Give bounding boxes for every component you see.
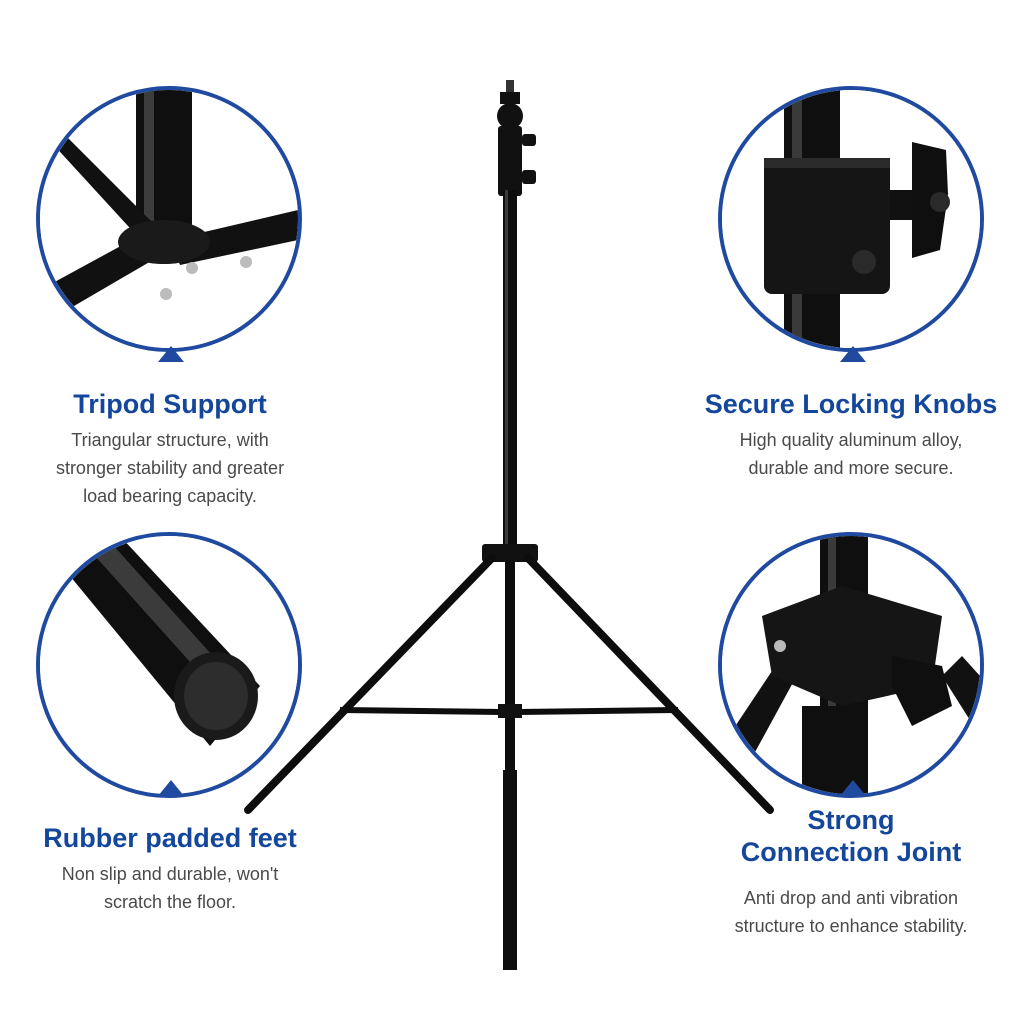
rubber-foot-closeup	[36, 532, 302, 798]
feature-tripod-support: Tripod Support Triangular structure, wit…	[20, 388, 320, 510]
callout-pointer	[158, 346, 184, 362]
feature-title: Tripod Support	[73, 389, 267, 419]
rubber-foot-illustration	[40, 536, 298, 794]
feature-description: High quality aluminum alloy, durable and…	[700, 426, 1002, 482]
title-line: Strong	[807, 805, 895, 835]
feature-description: Non slip and durable, won't scratch the …	[20, 860, 320, 916]
light-stand-image	[244, 80, 774, 970]
description-line: scratch the floor.	[103, 892, 237, 912]
description-line: High quality aluminum alloy,	[739, 430, 963, 450]
feature-description: Anti drop and anti vibration structure t…	[700, 884, 1002, 940]
description-line: load bearing capacity.	[83, 486, 257, 506]
description-line: stronger stability and greater	[55, 458, 285, 478]
description-line: durable and more secure.	[748, 458, 954, 478]
connection-joint-illustration	[722, 536, 980, 794]
connection-joint-closeup	[718, 532, 984, 798]
feature-title: Rubber padded feet	[43, 823, 297, 853]
locking-knob-illustration	[722, 90, 980, 348]
callout-pointer	[158, 780, 184, 796]
title-line: Connection Joint	[740, 837, 962, 867]
feature-title: Secure Locking Knobs	[704, 389, 998, 419]
description-line: structure to enhance stability.	[734, 916, 968, 936]
callout-pointer	[840, 346, 866, 362]
description-line: Anti drop and anti vibration	[743, 888, 959, 908]
feature-title: Strong Connection Joint	[700, 804, 1002, 868]
tripod-joint-illustration	[40, 90, 298, 348]
feature-rubber-padded-feet: Rubber padded feet Non slip and durable,…	[20, 822, 320, 916]
description-line: Non slip and durable, won't	[61, 864, 279, 884]
tripod-support-closeup	[36, 86, 302, 352]
locking-knob-closeup	[718, 86, 984, 352]
feature-strong-connection-joint: Strong Connection Joint Anti drop and an…	[700, 804, 1002, 940]
feature-secure-locking-knobs: Secure Locking Knobs High quality alumin…	[700, 388, 1002, 482]
callout-pointer	[840, 780, 866, 796]
description-line: Triangular structure, with	[71, 430, 269, 450]
feature-description: Triangular structure, with stronger stab…	[20, 426, 320, 510]
